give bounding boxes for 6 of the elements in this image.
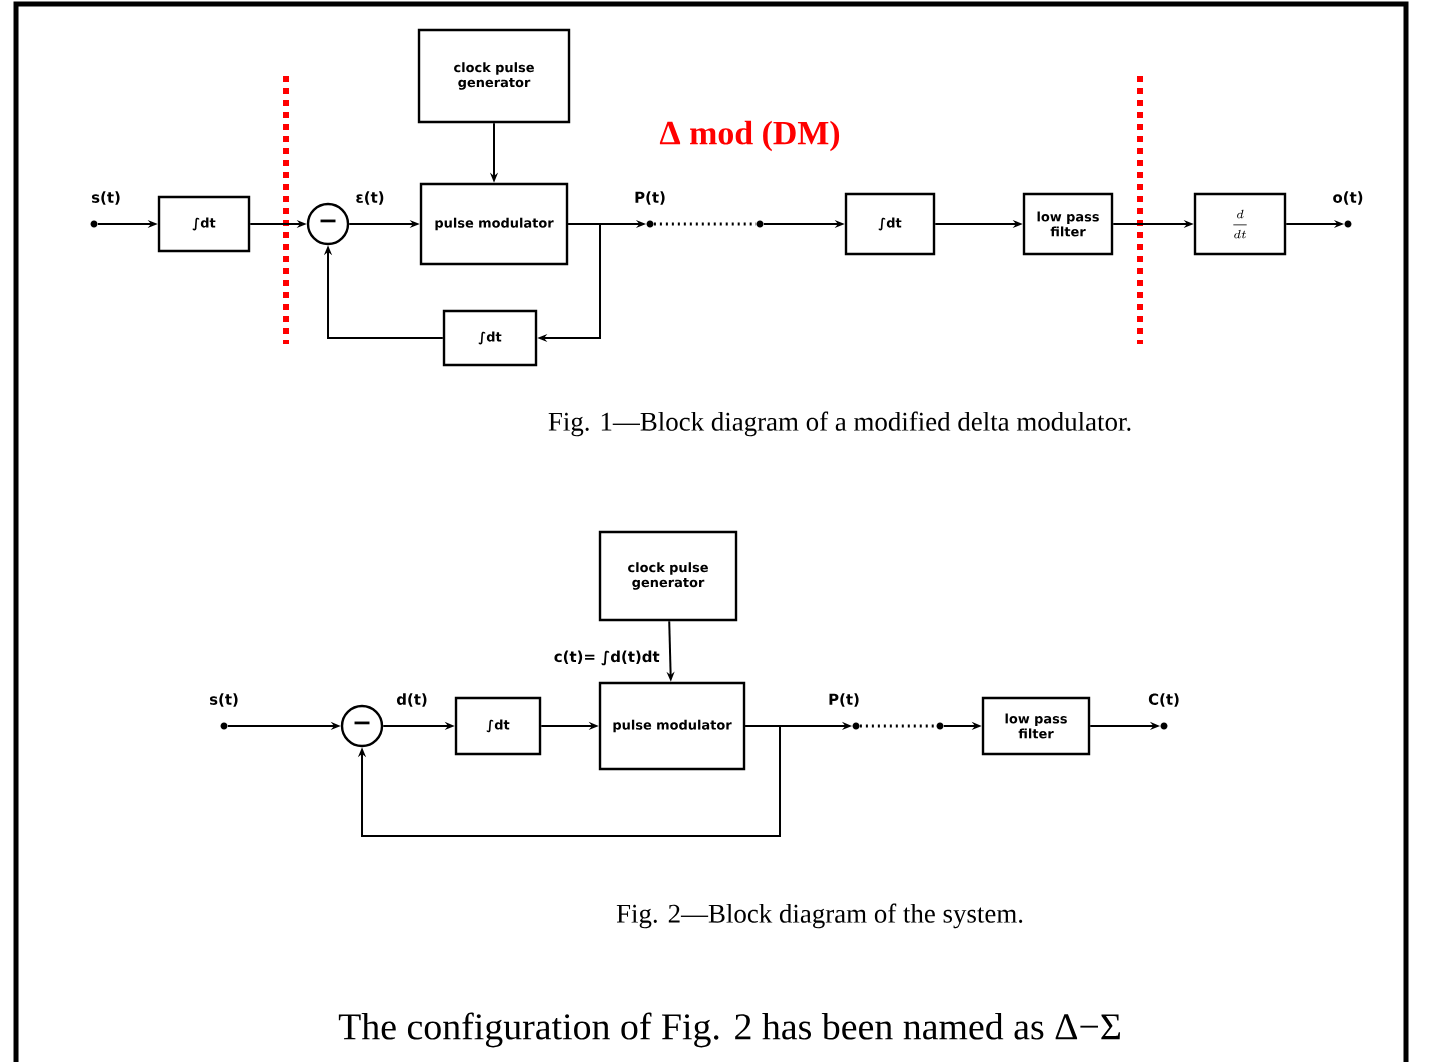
note-text: The configuration of Fig. 2 has been named as Δ−Σ — [338, 1012, 1120, 1048]
caption: Fig. 2—Block diagram of the system. — [616, 903, 1023, 929]
block-box: $\frac{d}{dt}$ — [1193, 192, 1287, 256]
diagram-title: Δ mod (DM) — [659, 120, 840, 152]
arrow — [357, 725, 781, 837]
caption: Fig. 1—Block diagram of a modified delta modulator. — [548, 411, 1131, 437]
